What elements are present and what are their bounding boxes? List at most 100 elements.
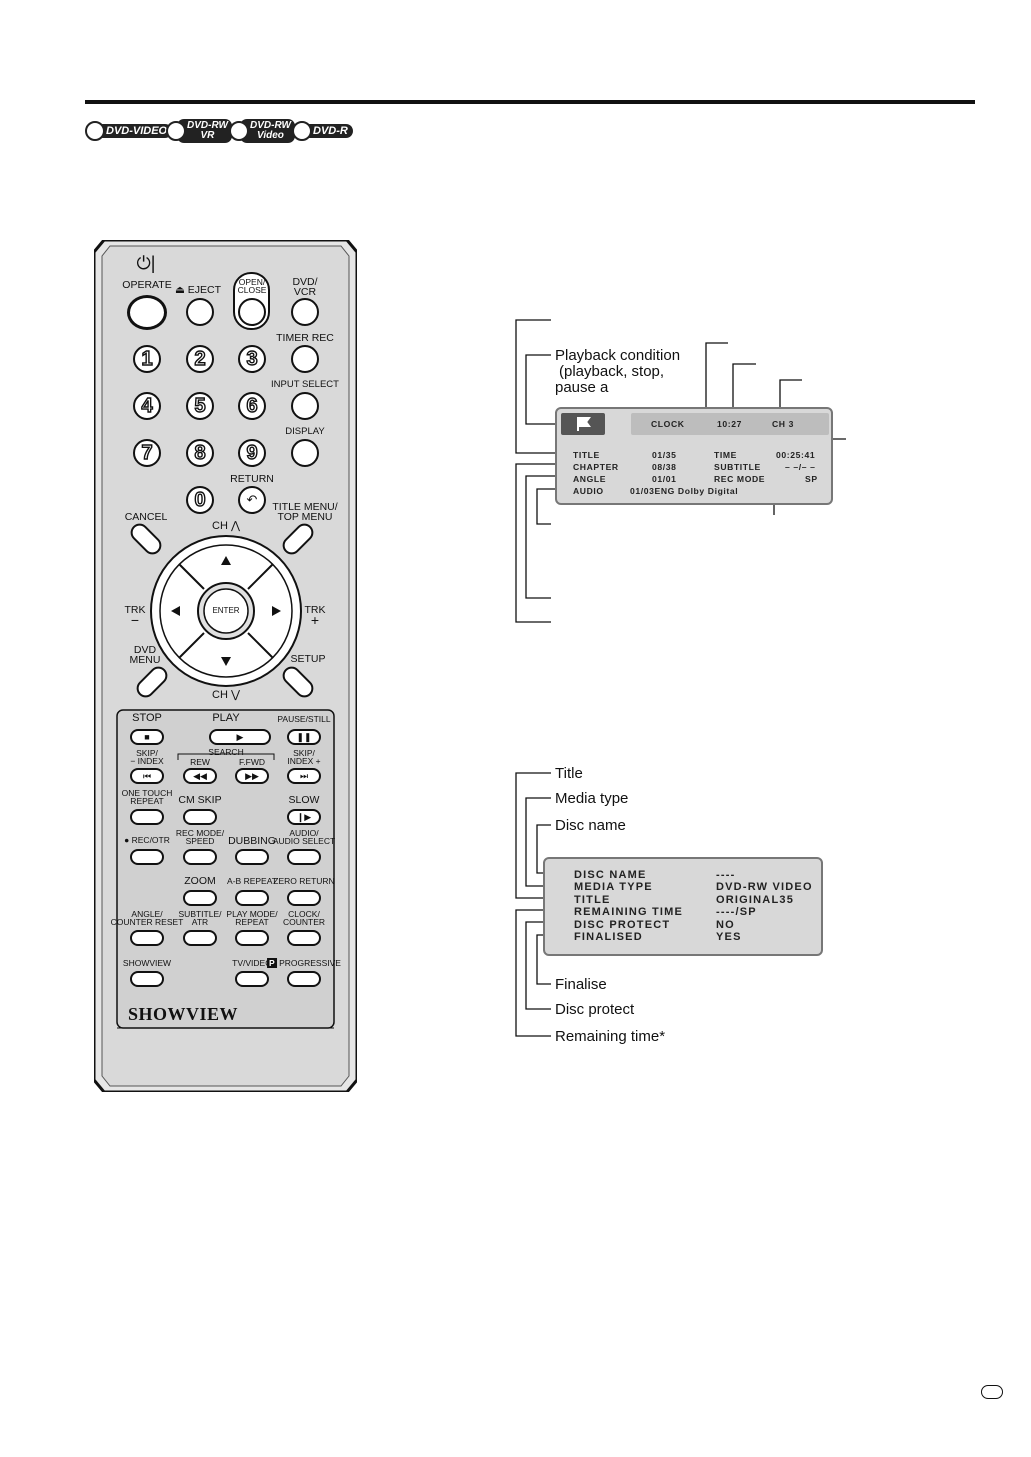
number-7-button[interactable]: 7	[133, 439, 161, 467]
play-button[interactable]: ▶	[209, 729, 271, 745]
rec-mode-speed-button[interactable]	[183, 849, 217, 865]
showview-small-label: SHOWVIEW	[122, 958, 172, 968]
stop-icon: ■	[144, 732, 150, 742]
rew-button[interactable]: ◀◀	[183, 768, 217, 784]
number-0-button[interactable]: 0	[186, 486, 214, 514]
number-2-button[interactable]: 2	[186, 345, 214, 373]
operate-button[interactable]	[127, 295, 167, 330]
timer-rec-button[interactable]	[291, 345, 319, 373]
clock-label: CLOCK	[651, 419, 685, 429]
slow-icon: ❙▶	[296, 811, 312, 822]
pause-icon: ❚❚	[296, 731, 312, 742]
osd-subtitle-label: SUBTITLE	[714, 462, 761, 472]
trk-right-label: TRK+	[304, 604, 326, 628]
title-callout: Title	[555, 765, 583, 782]
search-label: SEARCH	[208, 747, 244, 757]
stop-button[interactable]: ■	[130, 729, 164, 745]
angle-label: ANGLE/COUNTER RESET	[110, 909, 184, 927]
showview-button[interactable]	[130, 971, 164, 987]
number-6-button[interactable]: 6	[238, 392, 266, 420]
open-close-label: OPEN/CLOSE	[237, 277, 267, 295]
input-select-label: INPUT SELECT	[271, 379, 339, 390]
return-button[interactable]: ↶	[238, 486, 266, 514]
slow-button[interactable]: ❙▶	[287, 809, 321, 825]
rec-mode-speed-label: REC MODE/SPEED	[175, 828, 225, 846]
eject-button[interactable]	[186, 298, 214, 326]
media-type-label: MEDIA TYPE	[574, 881, 653, 893]
audio-select-label: AUDIO/AUDIO SELECT	[272, 828, 336, 846]
dvd-video-logo: DVD-VIDEO	[85, 116, 173, 146]
number-1-button[interactable]: 1	[133, 345, 161, 373]
number-5-button[interactable]: 5	[186, 392, 214, 420]
skip-forward-button[interactable]: ⏭	[287, 768, 321, 784]
remaining-time-value: ----/SP	[716, 906, 757, 918]
rec-otr-button[interactable]	[130, 849, 164, 865]
disc-protect-label: DISC PROTECT	[574, 919, 671, 931]
dvd-vcr-label: DVD/VCR	[292, 276, 318, 298]
showview-logo: SHOWVIEW	[128, 1004, 239, 1024]
remote-control: ⏻| OPERATE ⏏ EJECT OPEN/CLOSE DVD/VCR TI…	[94, 240, 357, 1092]
zero-return-button[interactable]	[287, 890, 321, 906]
playback-status-icon-box	[561, 413, 605, 435]
zoom-button[interactable]	[183, 890, 217, 906]
play-mode-button[interactable]	[235, 930, 269, 946]
angle-button[interactable]	[130, 930, 164, 946]
subtitle-label: SUBTITLE/ATR	[178, 909, 222, 927]
subtitle-button[interactable]	[183, 930, 217, 946]
playback-osd-screen: CLOCK 10:27 CH 3 TITLE 01/35 TIME 00:25:…	[555, 407, 833, 505]
stop-label: STOP	[132, 712, 162, 724]
enter-label[interactable]: ENTER	[212, 606, 240, 615]
osd-time-value: 00:25:41	[776, 450, 816, 460]
finalised-value: YES	[716, 931, 742, 943]
play-mode-label: PLAY MODE/REPEAT	[226, 909, 278, 927]
number-9-button[interactable]: 9	[238, 439, 266, 467]
disc-name-value: ----	[716, 869, 736, 881]
play-icon: ▶	[236, 731, 244, 742]
open-close-button[interactable]	[238, 298, 266, 326]
dvd-vcr-button[interactable]	[291, 298, 319, 326]
dubbing-button[interactable]	[235, 849, 269, 865]
finalised-label: FINALISED	[574, 931, 643, 943]
cm-skip-button[interactable]	[183, 809, 217, 825]
number-8-button[interactable]: 8	[186, 439, 214, 467]
osd-audio-value: 01/03ENG Dolby Digital	[630, 486, 739, 496]
audio-select-button[interactable]	[287, 849, 321, 865]
number-4-button[interactable]: 4	[133, 392, 161, 420]
clock-counter-button[interactable]	[287, 930, 321, 946]
osd-chapter-value: 08/38	[652, 462, 677, 472]
ffwd-label: F.FWD	[239, 757, 265, 767]
clock-counter-label: CLOCK/COUNTER	[282, 909, 326, 927]
one-touch-repeat-button[interactable]	[130, 809, 164, 825]
number-3-button[interactable]: 3	[238, 345, 266, 373]
disc-info-osd-screen: DISC NAME ---- MEDIA TYPE DVD-RW VIDEO T…	[543, 857, 823, 956]
osd-time-label: TIME	[714, 450, 737, 460]
osd-chapter-label: CHAPTER	[573, 462, 619, 472]
ch-down-label: CH ⋁	[212, 689, 240, 701]
page-marker	[981, 1385, 1003, 1399]
display-button[interactable]	[291, 439, 319, 467]
ab-repeat-button[interactable]	[235, 890, 269, 906]
zero-return-label: ZERO RETURN	[273, 876, 335, 886]
progressive-button[interactable]	[287, 971, 321, 987]
power-icon: ⏻|	[136, 253, 156, 273]
display-label: DISPLAY	[285, 426, 325, 437]
skip-back-button[interactable]: ⏮	[130, 768, 164, 784]
title-value: ORIGINAL35	[716, 894, 795, 906]
ffwd-button[interactable]: ▶▶	[235, 768, 269, 784]
osd-angle-label: ANGLE	[573, 474, 607, 484]
input-select-button[interactable]	[291, 392, 319, 420]
clock-time: 10:27	[717, 419, 742, 429]
dubbing-label: DUBBING	[228, 835, 276, 847]
tv-video-button[interactable]	[235, 971, 269, 987]
zoom-label: ZOOM	[184, 875, 216, 887]
operate-label: OPERATE	[122, 279, 172, 291]
osd-rec-mode-value: SP	[805, 474, 818, 484]
finalise-callout: Finalise	[555, 976, 607, 993]
slow-label: SLOW	[288, 794, 320, 806]
media-type-callout: Media type	[555, 790, 629, 807]
pause-still-button[interactable]: ❚❚	[287, 729, 321, 745]
ch-up-label: CH ⋀	[212, 520, 240, 532]
